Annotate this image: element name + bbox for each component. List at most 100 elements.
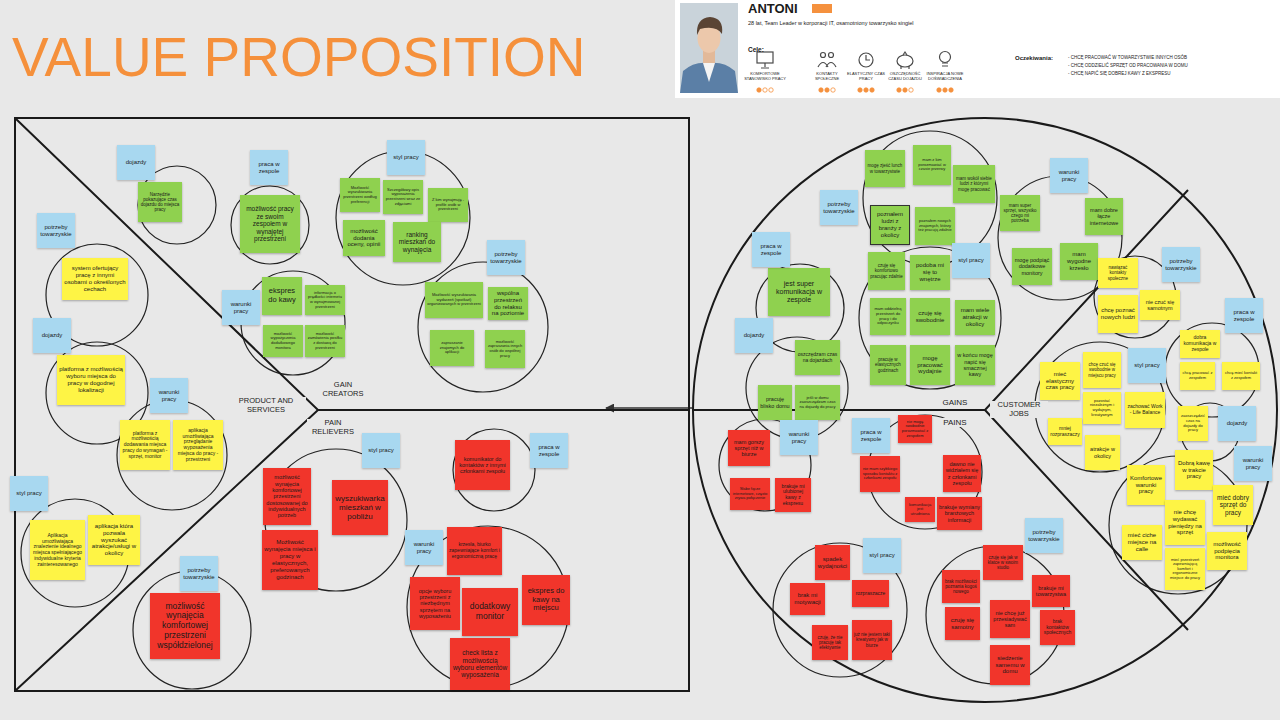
sticky-note: nie chcę już przesiadywać sam [990, 600, 1030, 638]
note-text: brak kontaktów społecznych [1042, 619, 1073, 636]
sticky-note: brakuje mi ulubionej kawy z ekspresu [775, 478, 811, 512]
sticky-note: nie czuć się samotnym [1140, 290, 1180, 320]
sticky-note: nie mam szybkiego sposobu kontaktu z czł… [860, 456, 900, 492]
sticky-note: pozostać niezależnym i wydajnym, kreatyw… [1083, 392, 1121, 424]
note-text: Z kim wynajmuję - profile osób w przestr… [430, 198, 466, 212]
sticky-note: Szczegółowy opis wyposażenia przestrzeni… [383, 180, 423, 214]
sticky-note: pracuję w elastycznych godzinach [870, 345, 906, 385]
cluster-ring [926, 546, 1064, 684]
note-text: check lista z możliwością wyboru element… [452, 649, 508, 679]
sticky-note: możliwość zamówienia posiłku z dostawą d… [305, 325, 345, 357]
category-cluster: mam gorszy sprzęt niż w biurzeSłabe łącz… [718, 418, 812, 512]
category-label: styl pracy [362, 433, 400, 468]
note-text: mam wokół siebie ludzi z którymi mogę pr… [955, 176, 993, 192]
rating-dot [858, 88, 862, 92]
note-text: komunikacja jest utrudniona [907, 503, 933, 517]
goal-icons [757, 52, 951, 70]
note-text: komunikator do kontaktów z innymi członk… [457, 456, 508, 475]
note-text: poznałem nowych znajomych, którzy też pr… [917, 219, 953, 233]
note-text: oszczędzam czas na dojazdach [797, 352, 838, 364]
note-text: mogę pracować wydajnie [912, 355, 948, 376]
category-label: styl pracy [387, 140, 425, 175]
sticky-note: mam wygodne krzesło [1060, 243, 1098, 280]
note-text: dawno nie widziałem się z członkami zesp… [945, 461, 979, 486]
note-text: już nie jestem taki kreatywny jak w biur… [854, 632, 890, 648]
rating-dot [903, 88, 907, 92]
section-label: PRODUCT AND SERVICES [226, 397, 306, 414]
sticky-note: chcę poznać nowych ludzi [1098, 295, 1138, 333]
note-text: mam gorszy sprzęt niż w biurze [730, 439, 768, 458]
note-text: możliwość dodania oceny, opinii [345, 228, 383, 249]
note-text: czuję się komfortowo pracując zdalnie [870, 263, 903, 279]
category-label: warunki pracy [150, 378, 188, 413]
sticky-note: komunikacja jest utrudniona [905, 497, 935, 522]
note-text: mam z kim porozmawiać w czasie przerwy [915, 158, 949, 172]
note-text: Dobrą kawę w trakcie pracy [1177, 460, 1211, 481]
sticky-note: atrakcje w okolicy [1085, 435, 1120, 470]
category-label: praca w zespole [530, 433, 568, 468]
customer-profile-circle: mogę zjeść lunch w towarzystwie mam z kim… [692, 117, 1278, 703]
note-text: możliwość podpięcia monitora [1209, 541, 1245, 562]
note-text: chcę poznać nowych ludzi [1100, 307, 1136, 321]
rating-dots [757, 88, 953, 92]
sticky-note: mam gorszy sprzęt niż w biurze [728, 430, 770, 466]
note-text: jeśli w domu zaoszczędzam czas na dojazd… [797, 396, 838, 410]
note-text: zaoszczędzić czas na dojazdy do pracy [1180, 414, 1206, 432]
note-text: czuję się samotny [947, 617, 978, 631]
bulb-base [942, 63, 948, 66]
cluster-outline [417, 261, 549, 393]
note-text: nie mogę swobodnie porozmawiać z zespołe… [900, 420, 930, 438]
sticky-note: dawno nie widziałem się z członkami zesp… [943, 455, 981, 492]
sticky-note: możliwość wynajęcia komfortowej przestrz… [263, 468, 311, 525]
sticky-note: zapraszanie znajomych do aplikacji [430, 330, 474, 366]
note-text: chcę pracować z zespołem [1182, 371, 1213, 380]
note-text: nawiązać kontakty społeczne [1100, 265, 1136, 281]
sticky-note: check lista z możliwością wyboru element… [450, 638, 510, 690]
sticky-note: podoba mi się to wnętrze [910, 255, 950, 290]
category-label: praca w zespole [1225, 298, 1263, 333]
note-text: dodatkowy monitor [464, 602, 516, 622]
sticky-note: możliwość pracy ze swoim zespołem w wyna… [240, 195, 300, 253]
note-text: Możliwość wyszukiwania wydarzeń (spotkań… [427, 293, 481, 307]
clock-hands [866, 55, 870, 60]
sticky-note: mam oddzielną przestrzeń do pracy i do o… [870, 298, 906, 335]
note-text: brakuje wymiany branżowych informacji [939, 504, 980, 523]
note-text: aplikacja która pozwala wyszukać atrakcj… [90, 523, 138, 557]
note-text: poznałem ludzi z branży z okolicy [873, 211, 907, 239]
category-label: potrzeby towarzyskie [1162, 247, 1200, 282]
sticky-note: jeśli w domu zaoszczędzam czas na dojazd… [795, 385, 840, 420]
persona-text: Oczekiwania: [1015, 55, 1067, 62]
sticky-note: krzesła, biurko zapewniające komfort i e… [447, 527, 502, 575]
sticky-note: mogę podpiąć dodatkowe monitory [1012, 248, 1052, 285]
sticky-note: mogę zjeść lunch w towarzystwie [865, 150, 905, 187]
note-text: możliwość pracy ze swoim zespołem w wyna… [242, 205, 298, 242]
note-text: opcje wyboru przestrzeni z niezbędnym sp… [412, 588, 458, 620]
sticky-note: poznałem nowych znajomych, którzy też pr… [915, 207, 955, 245]
monitor-stand [761, 63, 769, 68]
note-text: chcę czuć się swobodnie w miejscu pracy [1085, 362, 1119, 378]
sticky-note: czuję się swobodnie [910, 298, 950, 335]
category-cluster: możliwość wynajęcia komfortowej przestrz… [264, 448, 408, 592]
rating-dot [763, 88, 767, 92]
persona-text: Cele: [748, 46, 778, 53]
sticky-note: rozpraszacze [852, 580, 889, 607]
note-text: spadek wydajności [817, 556, 848, 570]
category-cluster: komunikator do kontaktów z innymi członk… [452, 428, 536, 512]
sticky-note: zaoszczędzić czas na dojazdy do pracy [1178, 406, 1208, 441]
category-cluster: czuję się komfortowo pracując zdalnie pod… [858, 246, 1002, 390]
note-text: mam dobre łącze internetowe [1087, 207, 1121, 226]
bulb-icon [940, 52, 951, 63]
category-cluster: Możliwość wyszukiwania wydarzeń (spotkań… [417, 261, 549, 393]
name-tag [812, 4, 832, 13]
category-cluster: Aplikacja umożliwiająca znalezienie idea… [20, 498, 130, 608]
note-text: mam wygodne krzesło [1062, 251, 1096, 272]
category-label: warunki pracy [1234, 446, 1272, 481]
persona-text: KOMFORTOWE STANOWISKO PRACY [743, 72, 787, 81]
note-text: dobra komunikacja w zespole [1182, 335, 1218, 352]
sticky-note: czuję, że nie pracuję tak efektywnie [812, 625, 848, 660]
sticky-note: system ofertujący pracę z innymi osobami… [62, 258, 128, 300]
cluster-ring [1035, 342, 1165, 472]
note-text: mieć elastyczny czas pracy [1042, 371, 1078, 392]
note-text: ranking mieszkań do wynajęcia [395, 231, 439, 253]
sticky-note: oszczędzam czas na dojazdach [795, 340, 840, 375]
